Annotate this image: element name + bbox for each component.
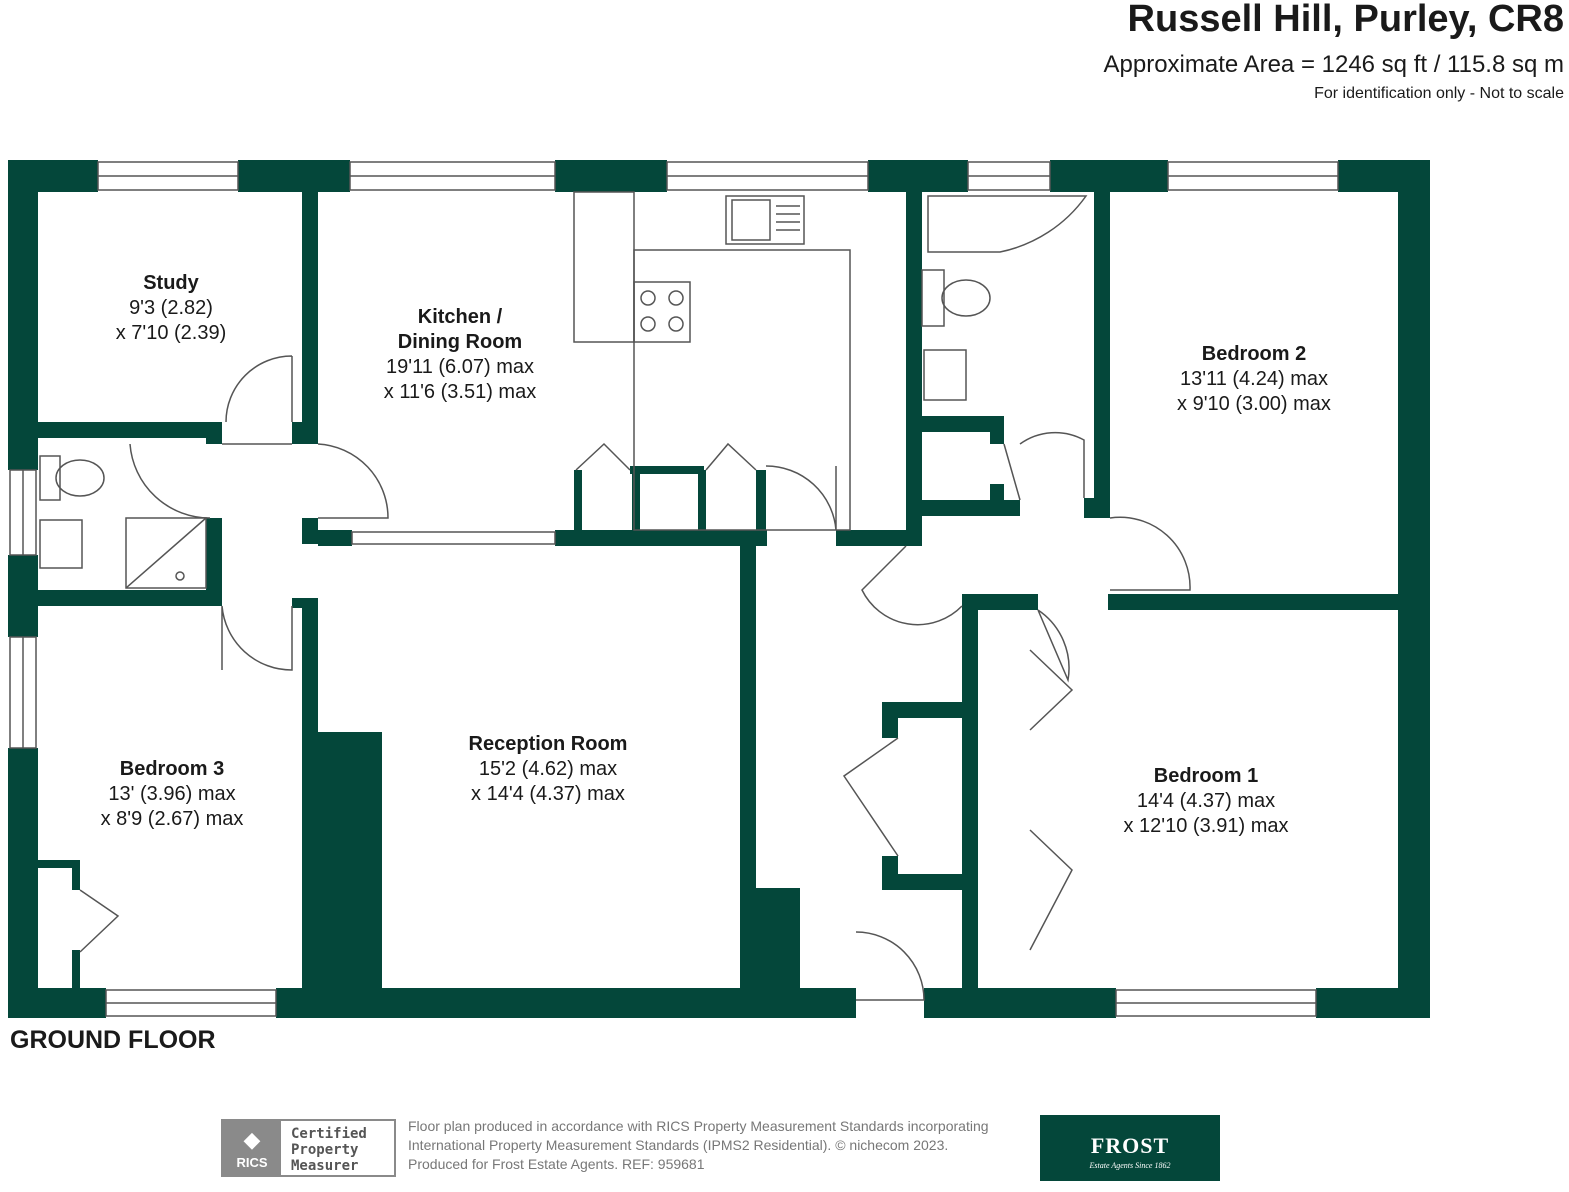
room-name: Bedroom 3 <box>120 758 224 780</box>
footer: ◆ RICS Certified Property Measurer Floor… <box>221 1115 1221 1181</box>
rics-line: Property <box>291 1142 359 1158</box>
rics-line: Certified <box>291 1126 367 1142</box>
legal-line: International Property Measurement Stand… <box>408 1137 949 1153</box>
property-title: Russell Hill, Purley, CR8 <box>1127 0 1564 40</box>
room-name: Study <box>143 272 199 294</box>
room-label-bedroom-2: Bedroom 2 13'11 (4.24) max x 9'10 (3.00)… <box>1177 343 1331 415</box>
legal-line: Produced for Frost Estate Agents. REF: 9… <box>408 1156 705 1172</box>
room-label-bedroom-3: Bedroom 3 13' (3.96) max x 8'9 (2.67) ma… <box>101 758 244 830</box>
rics-badge: ◆ RICS Certified Property Measurer <box>221 1119 396 1177</box>
room-dimension: 19'11 (6.07) max <box>386 356 534 378</box>
room-label-kitchen: Kitchen / Dining Room 19'11 (6.07) max x… <box>384 306 536 403</box>
room-dimension: 13'11 (4.24) max <box>1180 368 1328 390</box>
room-label-bedroom-1: Bedroom 1 14'4 (4.37) max x 12'10 (3.91)… <box>1123 765 1288 837</box>
room-dimension: x 12'10 (3.91) max <box>1123 815 1288 837</box>
room-dimension: 13' (3.96) max <box>108 783 235 805</box>
room-name: Bedroom 1 <box>1154 765 1258 787</box>
room-dimension: x 11'6 (3.51) max <box>384 381 536 403</box>
legal-text: Floor plan produced in accordance with R… <box>408 1117 989 1174</box>
legal-line: Floor plan produced in accordance with R… <box>408 1118 989 1134</box>
room-dimension: 14'4 (4.37) max <box>1137 790 1275 812</box>
room-name: Reception Room <box>469 733 628 755</box>
room-dimension: 15'2 (4.62) max <box>479 758 617 780</box>
room-dimension: x 9'10 (3.00) max <box>1177 393 1331 415</box>
room-name: Dining Room <box>398 331 522 353</box>
room-dimension: 9'3 (2.82) <box>129 297 213 319</box>
approximate-area: Approximate Area = 1246 sq ft / 115.8 sq… <box>1103 51 1565 78</box>
fixtures <box>39 191 1088 589</box>
doors <box>79 355 1191 1001</box>
room-name: Kitchen / <box>418 306 503 328</box>
room-label-study: Study 9'3 (2.82) x 7'10 (2.39) <box>116 272 227 344</box>
frost-logo: FROST Estate Agents Since 1862 <box>1040 1115 1220 1181</box>
windows <box>9 161 1339 1017</box>
rics-badge-text: Certified Property Measurer <box>291 1126 367 1174</box>
room-dimension: x 14'4 (4.37) max <box>471 783 625 805</box>
walls <box>8 160 1430 1018</box>
rics-line: Measurer <box>291 1158 359 1174</box>
agent-name: FROST <box>1090 1133 1170 1158</box>
agent-tagline: Estate Agents Since 1862 <box>1089 1161 1171 1170</box>
lion-icon: ◆ <box>243 1127 261 1152</box>
room-dimension: x 7'10 (2.39) <box>116 322 227 344</box>
floor-label: GROUND FLOOR <box>10 1026 216 1054</box>
room-name: Bedroom 2 <box>1202 343 1306 365</box>
rics-logo-text: RICS <box>236 1155 268 1170</box>
rics-logo: ◆ RICS <box>223 1121 281 1175</box>
header: Russell Hill, Purley, CR8 Approximate Ar… <box>1104 0 1565 103</box>
scale-note: For identification only - Not to scale <box>1314 85 1564 102</box>
room-dimension: x 8'9 (2.67) max <box>101 808 244 830</box>
room-label-reception: Reception Room 15'2 (4.62) max x 14'4 (4… <box>469 733 628 805</box>
